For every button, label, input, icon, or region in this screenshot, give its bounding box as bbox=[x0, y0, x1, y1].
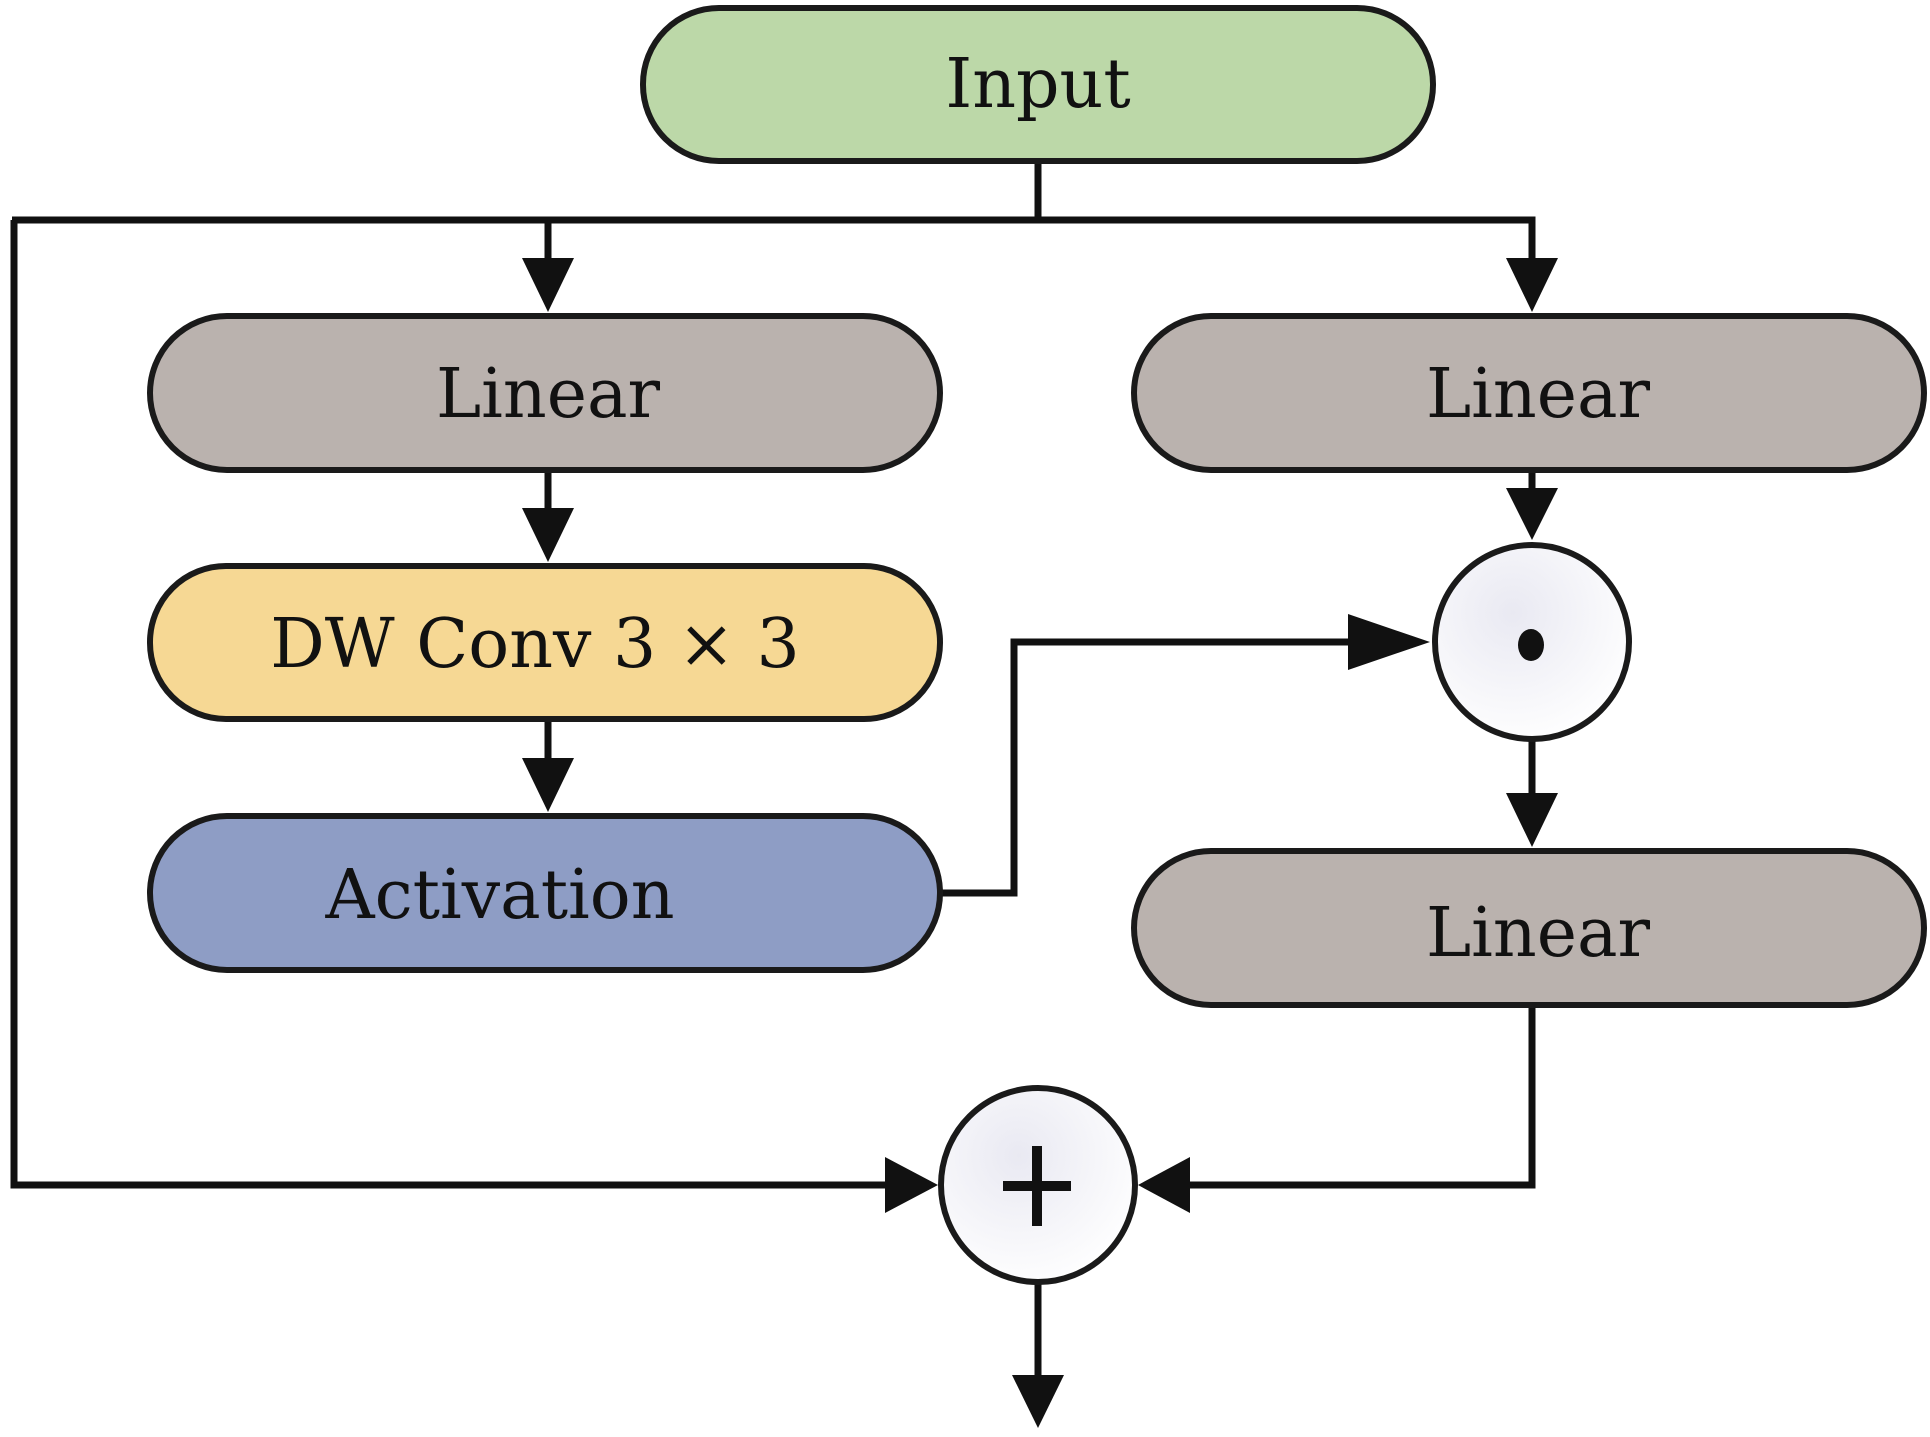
arrow-down-icon bbox=[522, 758, 574, 812]
add-node bbox=[938, 1085, 1138, 1285]
linear-left-label: Linear bbox=[436, 355, 660, 434]
arrow-down-icon bbox=[1506, 258, 1558, 312]
connectors bbox=[10, 162, 1536, 1385]
dot-product-icon bbox=[1518, 629, 1544, 661]
multiply-node bbox=[1432, 542, 1632, 742]
activation-label: Activation bbox=[324, 856, 674, 935]
arrow-right-icon bbox=[885, 1157, 938, 1213]
activation-to-multiply-line bbox=[942, 638, 1360, 897]
input-node: Input bbox=[640, 5, 1436, 164]
linear-to-add-line bbox=[1160, 1007, 1536, 1189]
linear-out-box bbox=[1131, 848, 1927, 1008]
input-box bbox=[640, 5, 1436, 164]
linear-left-node: Linear bbox=[147, 313, 943, 473]
dwconv-box bbox=[147, 563, 943, 722]
arrow-down-icon bbox=[1506, 488, 1558, 540]
residual-line bbox=[10, 220, 920, 1189]
input-label: Input bbox=[945, 45, 1130, 124]
plus-icon bbox=[1003, 1146, 1071, 1226]
dwconv-label: DW Conv 3 × 3 bbox=[270, 605, 800, 684]
arrow-left-icon bbox=[1138, 1157, 1190, 1213]
linear-out-node: Linear bbox=[1131, 848, 1927, 1008]
dwconv-node: DW Conv 3 × 3 bbox=[147, 563, 943, 722]
arrow-right-icon bbox=[1348, 614, 1430, 670]
activation-node: Activation bbox=[147, 813, 943, 973]
linear-out-label: Linear bbox=[1426, 894, 1650, 973]
arrow-down-icon bbox=[522, 508, 574, 562]
linear-right-box bbox=[1131, 313, 1927, 473]
arrow-down-icon bbox=[1012, 1375, 1064, 1428]
arrow-down-icon bbox=[1506, 793, 1558, 847]
arrowheads bbox=[522, 258, 1558, 1428]
arrow-down-icon bbox=[522, 258, 574, 312]
linear-right-node: Linear bbox=[1131, 313, 1927, 473]
top-bus-line bbox=[12, 216, 1536, 270]
linear-left-box bbox=[147, 313, 943, 473]
activation-box bbox=[147, 813, 943, 973]
linear-right-label: Linear bbox=[1426, 355, 1650, 434]
